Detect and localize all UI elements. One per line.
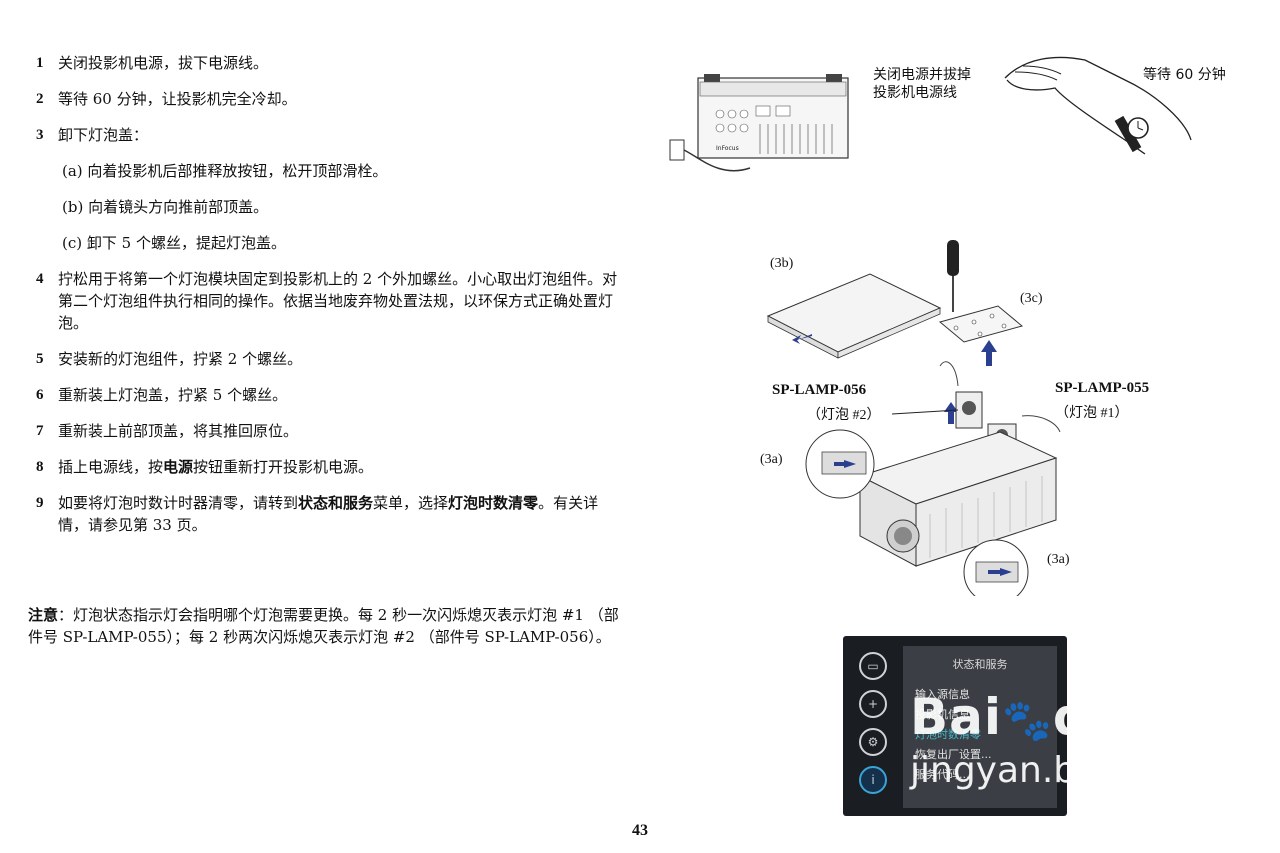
wait-label: 等待 60 分钟 bbox=[1143, 67, 1226, 83]
menu-item-lamp-reset[interactable]: 灯泡时数清零 bbox=[915, 728, 981, 741]
note-text: ：灯泡状态指示灯会指明哪个灯泡需要更换。每 2 秒一次闪烁熄灭表示灯泡 #1 （… bbox=[28, 606, 619, 646]
step-1: 1 关闭投影机电源，拔下电源线。 bbox=[36, 52, 626, 74]
status-service-panel: 状态和服务 输入源信息 投影机信息 灯泡时数清零 恢复出厂设置... 服务代码.… bbox=[903, 646, 1057, 808]
step-text: 关闭投影机电源，拔下电源线。 bbox=[58, 54, 269, 72]
watermark-url: jingyan.baidu.com bbox=[910, 750, 1243, 791]
step-text: 等待 60 分钟，让投影机完全冷却。 bbox=[58, 90, 297, 108]
step-text: 插上电源线，按电源按钮重新打开投影机电源。 bbox=[58, 456, 626, 478]
lamp-reset-keyword: 灯泡时数清零 bbox=[448, 494, 539, 512]
panel-title: 状态和服务 bbox=[952, 658, 1008, 671]
lamp-1-label: （灯泡 #1） bbox=[1055, 406, 1129, 421]
osd-status-service-menu: ▭ + ⚙ i 状态和服务 输入源信息 投影机信息 灯泡时数清零 恢复出厂设置.… bbox=[843, 636, 1067, 816]
step-8: 8 插上电源线，按电源按钮重新打开投影机电源。 bbox=[36, 456, 626, 478]
step-number: 5 bbox=[36, 351, 44, 367]
lamp-replacement-illustration bbox=[766, 240, 1061, 596]
unplug-label-line2: 投影机电源线 bbox=[873, 85, 957, 101]
step-4: 4 拧松用于将第一个灯泡模块固定到投影机上的 2 个外加螺丝。小心取出灯泡组件。… bbox=[36, 268, 626, 334]
step-number: 4 bbox=[36, 271, 44, 287]
step-text: 重新装上灯泡盖，拧紧 5 个螺丝。 bbox=[58, 386, 288, 404]
unplug-label-line1: 关闭电源并拔掉 bbox=[873, 67, 971, 83]
step-number: 2 bbox=[36, 91, 44, 107]
step-number: 3 bbox=[36, 127, 44, 143]
label-3a-right: (3a) bbox=[1047, 552, 1070, 567]
step-number: 8 bbox=[36, 459, 44, 475]
text-run: 如要将灯泡时数计时器清零，请转到 bbox=[58, 494, 299, 512]
menu-keyword: 状态和服务 bbox=[298, 494, 374, 512]
label-3a-left: (3a) bbox=[760, 452, 783, 467]
step-text: 安装新的灯泡组件，拧紧 2 个螺丝。 bbox=[58, 350, 303, 368]
text-run: 。有关详情，请参见第 33 页。 bbox=[58, 494, 599, 534]
page-number: 43 bbox=[632, 822, 648, 839]
paw-icon: 🐾 bbox=[1002, 698, 1053, 744]
menu-item-source-info[interactable]: 输入源信息 bbox=[915, 688, 970, 701]
step-number: 7 bbox=[36, 423, 44, 439]
step-7: 7 重新装上前部顶盖，将其推回原位。 bbox=[36, 420, 626, 442]
step-text: 重新装上前部顶盖，将其推回原位。 bbox=[58, 422, 299, 440]
substep-a: (a) 向着投影机后部推释放按钮，松开顶部滑栓。 bbox=[62, 162, 388, 180]
power-keyword: 电源 bbox=[163, 458, 194, 476]
step-text: 卸下灯泡盖： bbox=[58, 126, 149, 144]
label-3c: (3c) bbox=[1020, 291, 1043, 306]
watermark-logo-du: du bbox=[1052, 688, 1127, 746]
text-run: 按钮重新打开投影机电源。 bbox=[193, 458, 374, 476]
step-text: 如要将灯泡时数计时器清零，请转到状态和服务菜单，选择灯泡时数清零。有关详情，请参… bbox=[58, 492, 626, 536]
step-5: 5 安装新的灯泡组件，拧紧 2 个螺丝。 bbox=[36, 348, 626, 370]
step-3: 3 卸下灯泡盖： bbox=[36, 124, 626, 146]
info-icon[interactable]: i bbox=[859, 766, 887, 794]
hand-watch-illustration bbox=[1004, 56, 1192, 155]
lamp-1-part-number: SP-LAMP-055 bbox=[1055, 380, 1150, 396]
label-3b: (3b) bbox=[770, 256, 794, 271]
step-number: 1 bbox=[36, 55, 44, 71]
setup-menu-icon[interactable]: + bbox=[859, 690, 887, 718]
text-run: 插上电源线，按 bbox=[58, 458, 164, 476]
substep-b: (b) 向着镜头方向推前部顶盖。 bbox=[62, 198, 269, 216]
unplug-illustration: InFocus bbox=[669, 74, 849, 172]
picture-menu-icon[interactable]: ▭ bbox=[859, 652, 887, 680]
menu-item-factory-reset[interactable]: 恢复出厂设置... bbox=[915, 748, 992, 761]
watermark-logo-cn: 经验 bbox=[1132, 699, 1211, 743]
menu-item-service-code[interactable]: 服务代码... bbox=[915, 768, 970, 781]
step-number: 9 bbox=[36, 495, 44, 511]
step-6: 6 重新装上灯泡盖，拧紧 5 个螺丝。 bbox=[36, 384, 626, 406]
note-label: 注意 bbox=[28, 606, 59, 624]
menu-item-projector-info[interactable]: 投影机信息 bbox=[915, 708, 970, 721]
brand-logo: InFocus bbox=[716, 145, 739, 152]
step-2: 2 等待 60 分钟，让投影机完全冷却。 bbox=[36, 88, 626, 110]
text-run: 菜单，选择 bbox=[373, 494, 449, 512]
note: 注意：灯泡状态指示灯会指明哪个灯泡需要更换。每 2 秒一次闪烁熄灭表示灯泡 #1… bbox=[28, 604, 628, 648]
step-number: 6 bbox=[36, 387, 44, 403]
instructions-column: 1 关闭投影机电源，拔下电源线。 2 等待 60 分钟，让投影机完全冷却。 3 … bbox=[36, 52, 626, 550]
lamp-2-label: （灯泡 #2） bbox=[807, 408, 881, 423]
watermark-logo: Bai bbox=[910, 688, 1002, 746]
step-text: 拧松用于将第一个灯泡模块固定到投影机上的 2 个外加螺丝。小心取出灯泡组件。对第… bbox=[58, 270, 618, 332]
gear-icon[interactable]: ⚙ bbox=[859, 728, 887, 756]
lamp-2-part-number: SP-LAMP-056 bbox=[772, 382, 867, 398]
substep-c: (c) 卸下 5 个螺丝，提起灯泡盖。 bbox=[62, 234, 286, 252]
step-9: 9 如要将灯泡时数计时器清零，请转到状态和服务菜单，选择灯泡时数清零。有关详情，… bbox=[36, 492, 626, 536]
